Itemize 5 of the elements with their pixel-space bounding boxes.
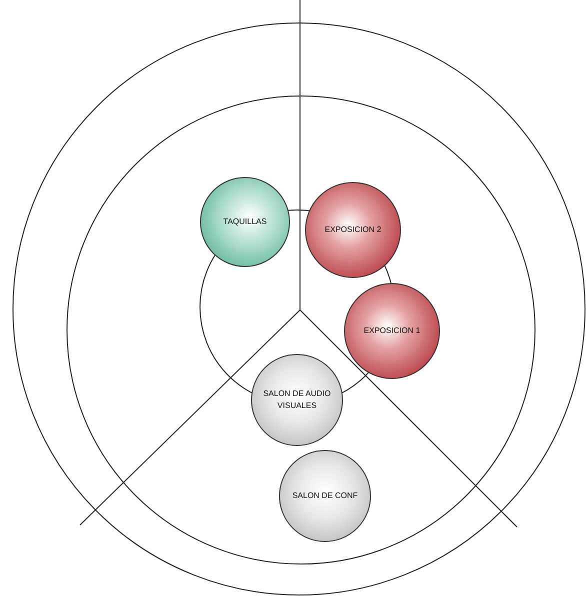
zone-label: EXPOSICION 1	[364, 325, 420, 337]
zone-label: TAQUILLAS	[223, 216, 267, 228]
zone-label: SALON DE AUDIO VISUALES	[262, 388, 332, 412]
zone-label: SALON DE CONF	[292, 490, 358, 502]
zone-label: EXPOSICION 2	[324, 224, 382, 236]
